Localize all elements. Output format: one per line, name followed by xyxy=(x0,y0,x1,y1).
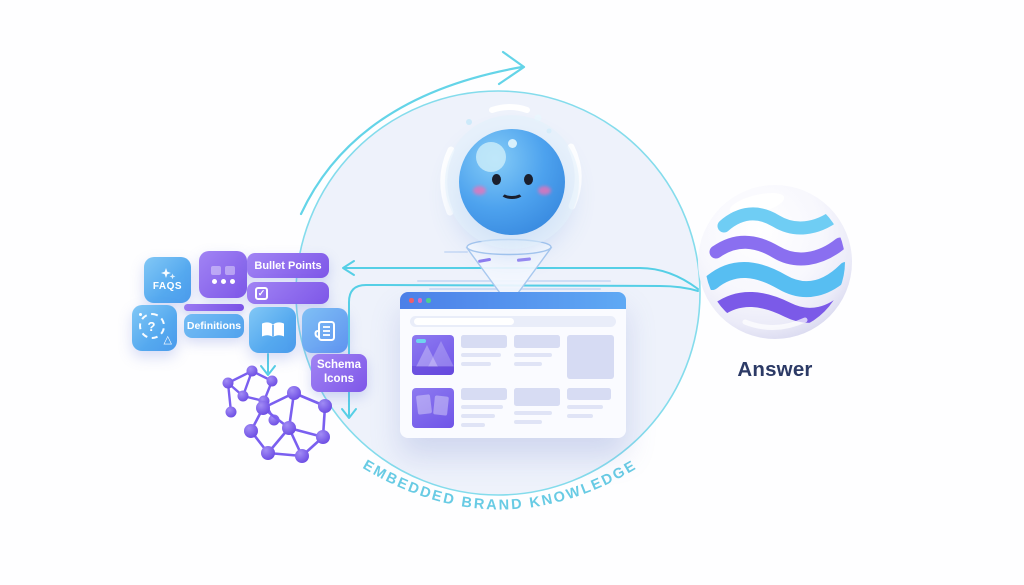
mascot-eye-right xyxy=(524,174,533,185)
answer-bubble xyxy=(698,185,852,339)
faqs-tile: FAQS xyxy=(144,257,191,303)
orb-highlight xyxy=(476,142,506,172)
scroll-tile xyxy=(302,308,348,353)
close-dot xyxy=(409,298,414,303)
checkbox-checked-icon: ✓ xyxy=(255,286,268,300)
halo-arcs xyxy=(440,104,582,216)
orb-highlight-small xyxy=(508,139,517,148)
script-scroll-icon xyxy=(314,320,335,341)
minimize-dot xyxy=(417,298,422,303)
mascot-smile xyxy=(500,185,524,199)
result-row xyxy=(412,388,614,428)
answer-label: Answer xyxy=(737,358,813,381)
browser-window xyxy=(400,292,626,438)
text-placeholder-column xyxy=(567,388,611,428)
text-placeholder-column xyxy=(461,388,507,428)
text-placeholder-column xyxy=(514,388,560,428)
thumbnails-icon xyxy=(211,265,235,275)
result-thumbnail-documents xyxy=(412,388,454,428)
zoom-dot xyxy=(426,298,431,303)
check-glyph: ✓ xyxy=(257,287,266,298)
mascot-cheek-left xyxy=(473,186,486,195)
browser-search-bar xyxy=(410,316,616,327)
checkbox-bar: ✓ xyxy=(247,282,329,304)
question-cycle-icon: ? xyxy=(138,313,165,339)
definitions-accent-bar xyxy=(184,304,244,311)
book-tile xyxy=(249,307,296,353)
question-tile: ? △ xyxy=(132,305,177,351)
browser-titlebar xyxy=(400,292,626,309)
ellipsis-dots-icon xyxy=(211,278,235,284)
funnel-icon xyxy=(465,238,553,294)
faqs-label: FAQS xyxy=(152,281,183,292)
browser-content xyxy=(412,335,614,437)
schema-icons-label: Schema Icons xyxy=(316,359,362,385)
flow-arrow-icon xyxy=(299,50,526,216)
image-placeholder-column xyxy=(567,335,614,379)
connector-lines xyxy=(260,260,699,419)
sparkle-icon xyxy=(160,268,175,280)
halo-dots xyxy=(466,114,552,134)
bullet-points-pill: Bullet Points xyxy=(247,253,329,278)
mascot-eye-left xyxy=(492,174,501,185)
definitions-pill: Definitions xyxy=(184,314,244,338)
definitions-label: Definitions xyxy=(186,320,242,332)
text-placeholder-column xyxy=(514,335,560,379)
mascot-orb-icon xyxy=(459,129,565,235)
result-thumbnail-mountains xyxy=(412,335,454,375)
question-glyph: ? xyxy=(147,318,156,334)
mascot-cheek-right xyxy=(538,186,551,195)
bullet-points-label: Bullet Points xyxy=(254,259,322,272)
open-book-icon xyxy=(261,321,284,337)
network-graph-icon xyxy=(244,386,332,463)
search-field-placeholder xyxy=(414,318,514,325)
result-row xyxy=(412,335,614,379)
text-placeholder-column xyxy=(461,335,507,379)
network-graph-icon xyxy=(222,365,280,426)
triangle-icon: △ xyxy=(163,334,172,346)
dot-icon xyxy=(139,313,142,316)
schema-icons-pill: Schema Icons xyxy=(311,354,367,392)
gallery-tile xyxy=(199,251,247,298)
